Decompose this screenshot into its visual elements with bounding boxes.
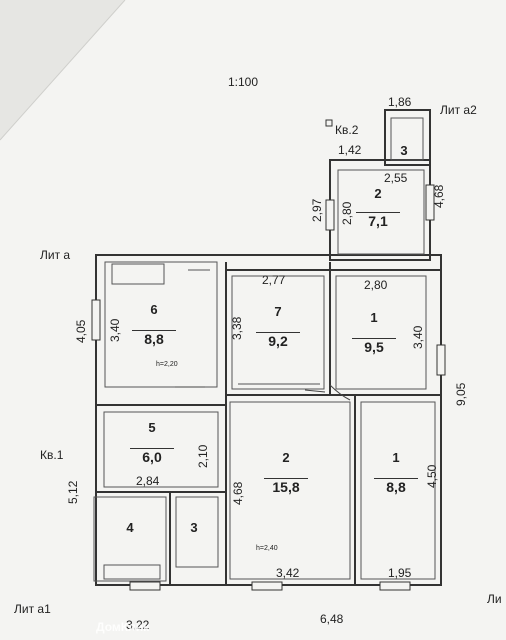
dim-4-68a: 4,68 bbox=[432, 184, 446, 208]
label-lit-right: Ли bbox=[487, 592, 502, 606]
dim-6-48: 6,48 bbox=[320, 612, 344, 626]
dim-1-86: 1,86 bbox=[388, 95, 412, 109]
room-1b-number: 1 bbox=[392, 450, 400, 465]
dim-3-22: 3,22 bbox=[126, 618, 150, 632]
dim-1-95: 1,95 bbox=[388, 566, 412, 580]
dim-3-38: 3,38 bbox=[230, 316, 244, 340]
dim-2-77: 2,77 bbox=[262, 273, 286, 287]
room-6-number: 6 bbox=[150, 302, 158, 317]
dim-9-05: 9,05 bbox=[454, 382, 468, 406]
room-7-area: 9,2 bbox=[256, 332, 300, 349]
dim-2-80b: 2,80 bbox=[364, 278, 388, 292]
room-1-number: 1 bbox=[370, 310, 378, 325]
room-1b-area: 8,8 bbox=[374, 478, 418, 495]
dim-2-10: 2,10 bbox=[196, 444, 210, 468]
label-lit-a1: Лит а1 bbox=[14, 602, 51, 616]
label-kv1: Кв.1 bbox=[40, 448, 64, 462]
paper-fold bbox=[0, 0, 126, 141]
room-1-area: 9,5 bbox=[352, 338, 396, 355]
dim-3-40b: 3,40 bbox=[411, 325, 425, 349]
dim-3-42: 3,42 bbox=[276, 566, 300, 580]
dim-3-40a: 3,40 bbox=[108, 318, 122, 342]
room-2-area: 15,8 bbox=[264, 478, 308, 495]
room-2-number: 2 bbox=[282, 450, 290, 465]
label-kv2: Кв.2 bbox=[335, 123, 359, 137]
room-kv2-2-number: 2 bbox=[374, 186, 382, 201]
annex-lit-a2-wall bbox=[384, 109, 431, 166]
dim-2-55: 2,55 bbox=[384, 171, 408, 185]
room-3-number: 3 bbox=[190, 520, 198, 535]
scale-label: 1:100 bbox=[228, 75, 259, 89]
dim-5-12: 5,12 bbox=[66, 480, 80, 504]
room-7-number: 7 bbox=[274, 304, 282, 319]
height-2-20: h=2,20 bbox=[156, 361, 178, 368]
domclick-watermark: ДомКлик bbox=[96, 620, 150, 634]
dim-4-68b: 4,68 bbox=[231, 481, 245, 505]
dim-4-50: 4,50 bbox=[425, 464, 439, 488]
dim-2-80a: 2,80 bbox=[340, 201, 354, 225]
room-5-area: 6,0 bbox=[130, 448, 174, 465]
room-4-number: 4 bbox=[126, 520, 134, 535]
dim-4-05: 4,05 bbox=[74, 319, 88, 343]
room-kv2-2-area: 7,1 bbox=[356, 212, 400, 229]
dim-2-97: 2,97 bbox=[310, 198, 324, 222]
label-lit-a: Лит а bbox=[40, 248, 71, 262]
room-6-area: 8,8 bbox=[132, 330, 176, 347]
room-5-number: 5 bbox=[148, 420, 156, 435]
dim-1-42: 1,42 bbox=[338, 143, 362, 157]
dim-2-84: 2,84 bbox=[136, 474, 160, 488]
room-kv2-3-number: 3 bbox=[400, 143, 408, 158]
height-2-40: h=2,40 bbox=[256, 545, 278, 552]
label-lit-a2: Лит а2 bbox=[440, 103, 477, 117]
